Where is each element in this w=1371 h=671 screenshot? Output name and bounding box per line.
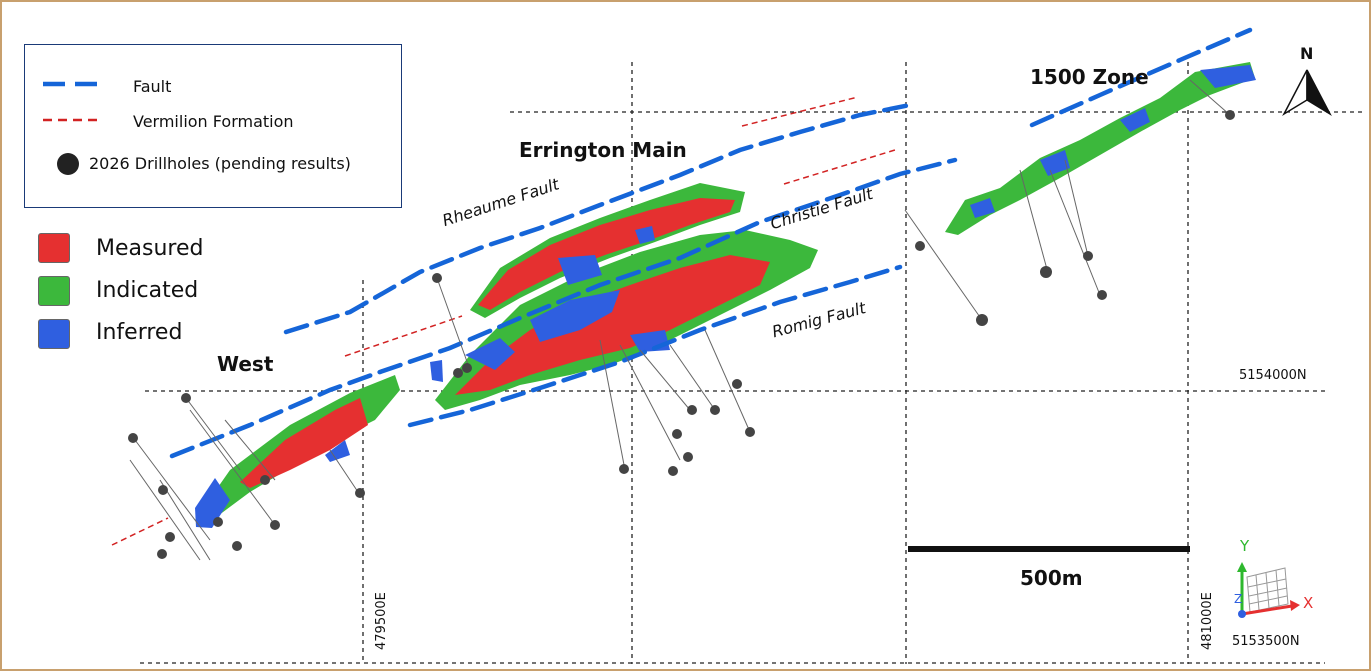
northing-label-5154000: 5154000N	[1239, 368, 1307, 383]
axis-x-label: X	[1303, 594, 1314, 612]
measured-label: Measured	[96, 236, 204, 261]
inferred-swatch	[38, 319, 70, 349]
drillhole-traces	[129, 79, 1231, 561]
ore-body-1500-inferred	[1200, 65, 1256, 88]
north-label: N	[1300, 44, 1314, 63]
christie-fault-line	[169, 157, 958, 459]
ore-body-west-measured	[240, 398, 368, 488]
vermilion-lines	[111, 96, 896, 546]
legend-box: Fault Vermilion Formation 2026 Drillhole…	[24, 44, 402, 208]
legend-drillholes-label: 2026 Drillholes (pending results)	[89, 154, 351, 173]
north-arrow-icon	[1282, 69, 1332, 117]
fault-legend-icon	[43, 81, 99, 87]
easting-label-479500: 479500E	[374, 592, 389, 650]
grid-lines	[140, 62, 1362, 664]
ore-bodies	[195, 62, 1256, 528]
rheaume-fault-line	[283, 102, 913, 335]
axis-gizmo-icon	[1237, 562, 1300, 618]
romig-fault-line	[407, 264, 903, 428]
drillhole-markers	[128, 110, 1235, 559]
fault-lines	[169, 27, 1253, 459]
vermilion-legend-icon	[43, 118, 99, 122]
indicated-swatch	[38, 276, 70, 306]
measured-swatch	[38, 233, 70, 263]
zone-label-1500: 1500 Zone	[1030, 65, 1149, 89]
zone1500-fault-line	[1029, 27, 1253, 128]
ore-body-1500-indicated	[945, 62, 1255, 235]
legend-vermilion-label: Vermilion Formation	[133, 112, 294, 131]
axis-y-label: Y	[1240, 537, 1250, 555]
ore-body-west-inferred	[195, 478, 230, 528]
easting-label-481000: 481000E	[1200, 592, 1215, 650]
indicated-label: Indicated	[96, 278, 199, 303]
scale-bar-label: 500m	[1020, 566, 1083, 590]
drillhole-legend-icon	[57, 153, 79, 175]
zone-label-west: West	[217, 352, 274, 376]
ore-body-errington-measured	[455, 255, 770, 395]
ore-body-errington-inferred	[530, 290, 620, 342]
ore-body-upper-measured	[478, 198, 735, 310]
axis-z-label: Z	[1234, 592, 1243, 606]
northing-label-5153500: 5153500N	[1232, 634, 1300, 649]
legend-fault-label: Fault	[133, 77, 172, 96]
zone-label-errington-main: Errington Main	[519, 138, 687, 162]
inferred-label: Inferred	[96, 320, 183, 345]
